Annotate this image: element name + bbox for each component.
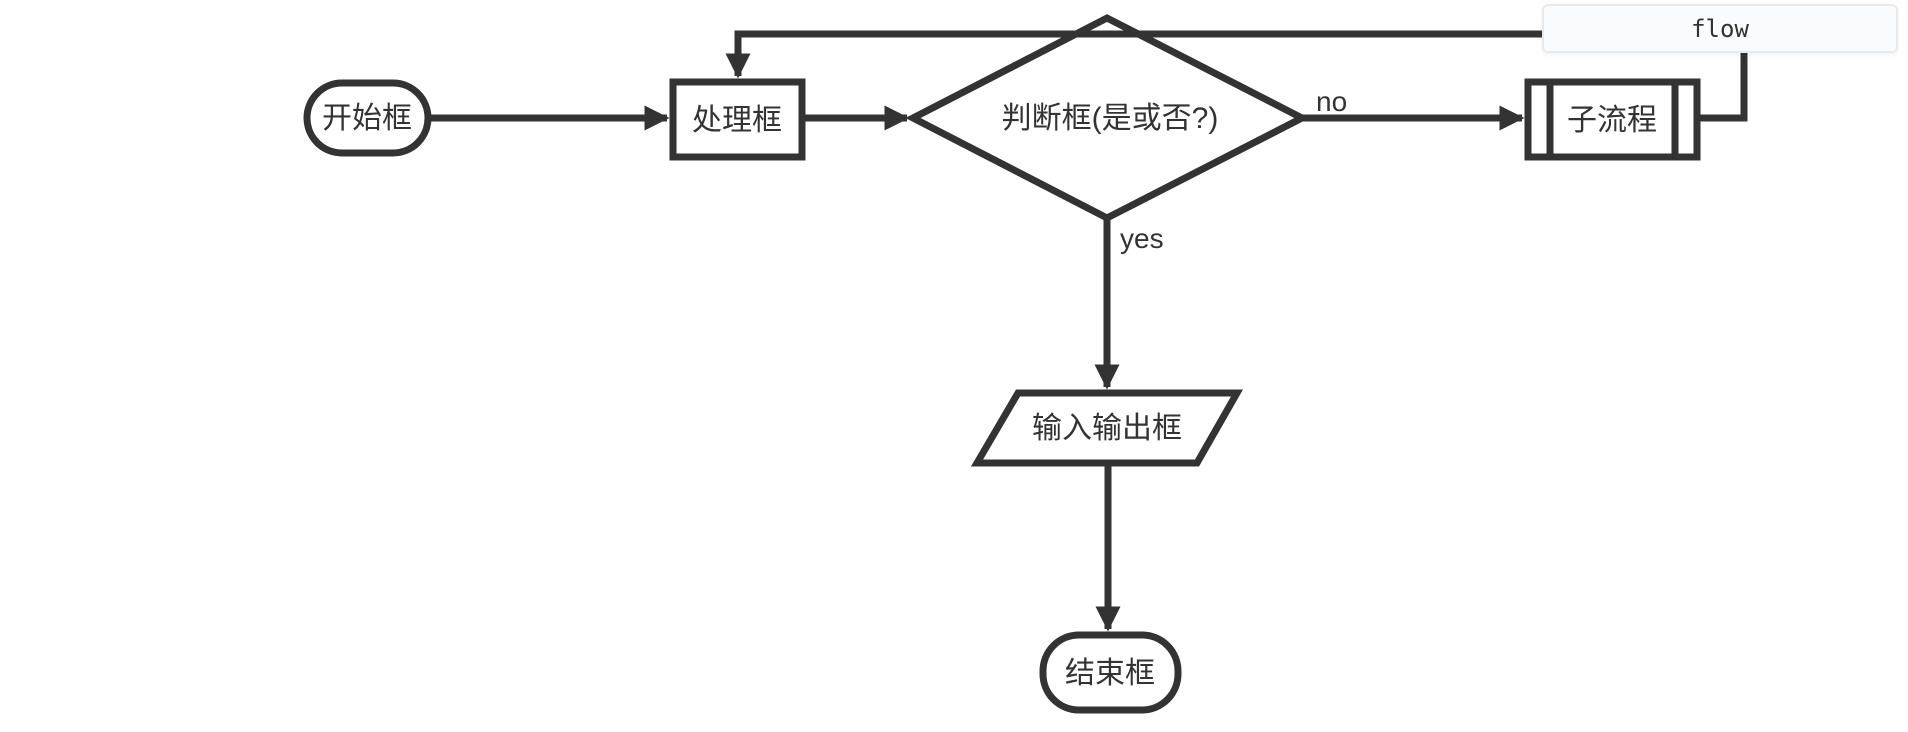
edge-label-yes: yes <box>1120 223 1164 254</box>
node-end: 结束框 <box>1039 631 1182 714</box>
process-rect-shape <box>669 78 806 161</box>
edge-label-no: no <box>1316 86 1347 117</box>
subroutine-node-label: 子流程 <box>1567 104 1657 137</box>
end-node-label: 结束框 <box>1065 657 1155 690</box>
start-node-label: 开始框 <box>322 102 412 135</box>
diagram-title-text: flow <box>1691 14 1749 43</box>
node-start: 开始框 <box>303 79 432 157</box>
end-stadium-shape <box>1039 631 1182 714</box>
node-subroutine: 子流程 <box>1524 78 1701 161</box>
decision-node-label: 判断框(是或否?) <box>1002 102 1219 135</box>
node-io: 输入输出框 <box>970 389 1244 467</box>
node-process: 处理框 <box>669 78 806 161</box>
process-node-label: 处理框 <box>692 104 782 137</box>
diagram-title-label: flow <box>1542 4 1898 53</box>
io-parallelogram-shape <box>970 389 1244 467</box>
io-node-label: 输入输出框 <box>1032 412 1182 445</box>
